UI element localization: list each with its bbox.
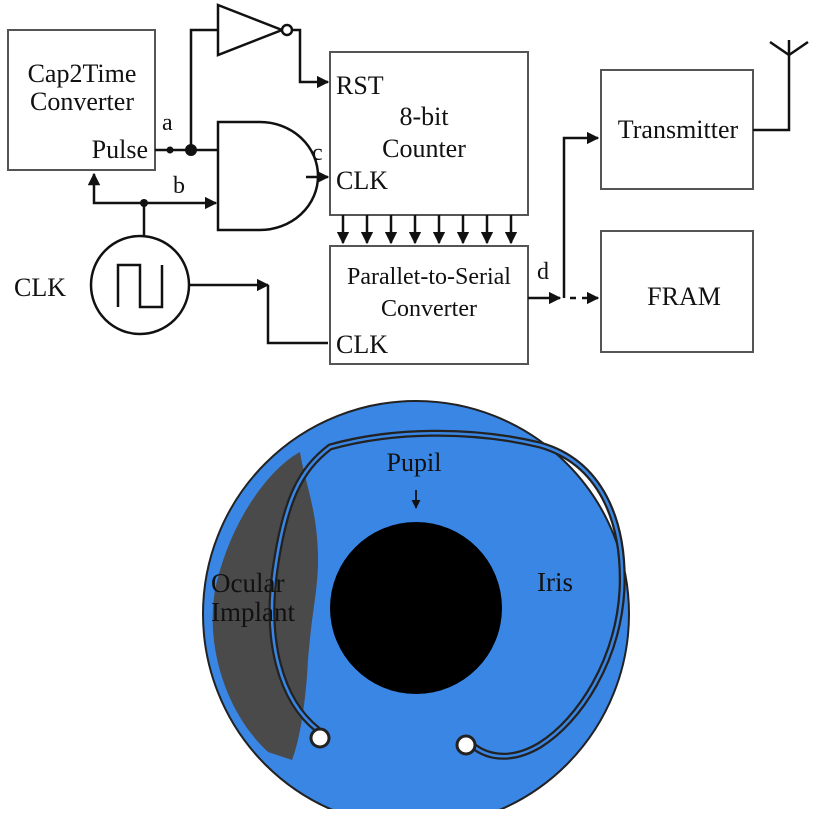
- p2s-clk-label: CLK: [336, 330, 388, 359]
- p2s-label-line1: Parallet-to-Serial: [347, 264, 511, 290]
- wire-a-branch: [189, 28, 218, 150]
- counter-label-line2: Counter: [382, 134, 466, 163]
- parallel-bus: [336, 215, 518, 245]
- implant-pad-right: [455, 734, 477, 756]
- counter-block: RST 8-bit Counter CLK: [329, 51, 529, 216]
- counter-rst-label: RST: [336, 71, 384, 100]
- wire-b-to-cap2time: [87, 172, 144, 205]
- fram-block: FRAM: [600, 230, 754, 353]
- implant-pad-left: [309, 727, 331, 749]
- iris-label: Iris: [537, 567, 573, 597]
- pupil: [330, 522, 502, 694]
- and-gate: [216, 120, 320, 232]
- implant-trace-inner: [270, 431, 624, 758]
- eye-illustration: Pupil Iris Ocular Implant: [202, 400, 630, 814]
- p2s-label-line2: Converter: [381, 296, 477, 322]
- cap2time-label-line1: Cap2Time: [28, 59, 137, 88]
- wire-clk-to-p2s: [266, 285, 328, 345]
- counter-label-line1: 8-bit: [399, 102, 449, 131]
- pulse-output-label: Pulse: [92, 135, 148, 164]
- transmitter-label: Transmitter: [618, 115, 739, 144]
- signal-label-b: b: [173, 173, 185, 199]
- pupil-label: Pupil: [387, 448, 442, 477]
- clock-source-label: CLK: [14, 273, 66, 302]
- wire-rst: [292, 28, 330, 89]
- antenna-icon: [753, 40, 809, 132]
- inverter-gate: [216, 3, 294, 57]
- transmitter-block: Transmitter: [600, 69, 754, 190]
- parallel-to-serial-block: Parallet-to-Serial Converter CLK: [329, 245, 529, 365]
- cap2time-label-line2: Converter: [30, 87, 134, 116]
- wire-d-to-transmitter: [562, 131, 600, 298]
- ocular-implant-label-line2: Implant: [211, 597, 295, 627]
- signal-label-a: a: [162, 110, 173, 136]
- wire-b: [142, 196, 218, 236]
- ocular-implant-region: [212, 452, 318, 760]
- cap2time-converter-block: Cap2Time Converter Pulse: [7, 29, 156, 171]
- signal-label-c: c: [312, 140, 323, 166]
- fram-label: FRAM: [647, 282, 721, 311]
- clock-source: CLK: [14, 234, 191, 336]
- ocular-implant-label-line1: Ocular: [211, 568, 284, 598]
- counter-clk-label: CLK: [336, 166, 388, 195]
- junction-dot: [140, 199, 148, 207]
- junction-dot: [166, 146, 174, 154]
- signal-label-d: d: [537, 259, 549, 285]
